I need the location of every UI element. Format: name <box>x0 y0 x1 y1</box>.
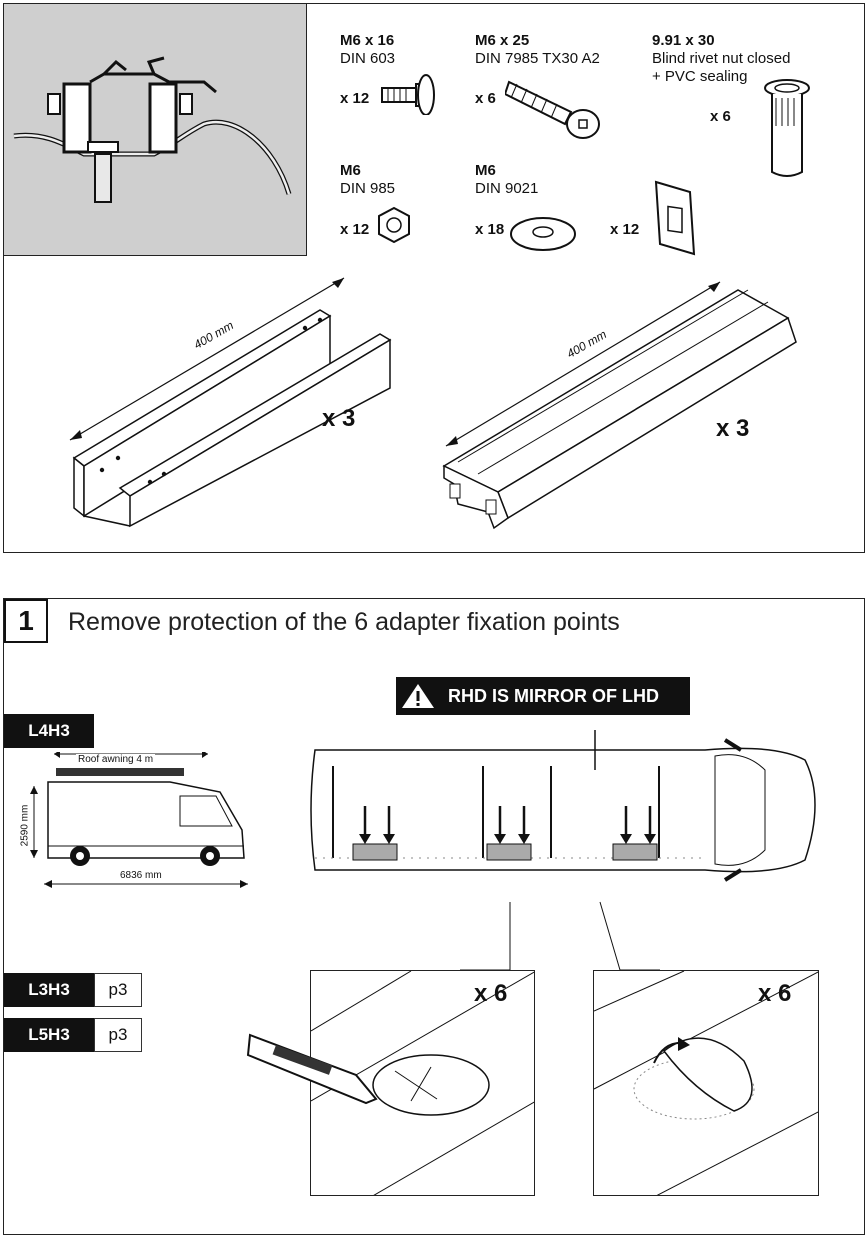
van-top-view-icon <box>310 730 816 882</box>
awning-label: Roof awning 4 m <box>76 754 156 765</box>
hardware-spec: Blind rivet nut closed <box>652 50 791 67</box>
warning-text: RHD IS MIRROR OF LHD <box>448 685 659 706</box>
profile-qty: x 3 <box>322 405 356 432</box>
hardware-title: M6 x 25 <box>475 32 530 49</box>
hex-nut-icon <box>378 206 410 244</box>
hardware-item-bolt-din603: M6 x 16 DIN 603 <box>340 32 450 68</box>
warning-icon <box>402 684 434 708</box>
torx-screw-icon <box>505 80 600 139</box>
detail-box-peel <box>593 970 819 1196</box>
variant-tag: L4H3 <box>4 714 94 748</box>
hardware-qty: x 12 <box>340 90 370 107</box>
hardware-title: M6 <box>340 162 361 179</box>
hardware-panel <box>3 3 865 553</box>
detail-qty-2: x 6 <box>758 980 792 1007</box>
van-side-view-icon <box>30 752 248 888</box>
hardware-item-rivet-nut: 9.91 x 30 Blind rivet nut closed + PVC s… <box>652 32 852 86</box>
hardware-qty: x 12 <box>610 221 640 238</box>
hardware-title: M6 x 16 <box>340 32 395 49</box>
step-title: Remove protection of the 6 adapter fixat… <box>68 608 620 636</box>
hardware-item-washer: M6 DIN 9021 <box>475 162 585 198</box>
hardware-item-hex-nut: M6 DIN 985 <box>340 162 450 198</box>
utility-knife-icon <box>246 1033 378 1105</box>
warning-banner: RHD IS MIRROR OF LHD <box>396 677 690 715</box>
callout-lines <box>460 901 660 971</box>
detail-qty-1: x 6 <box>474 980 508 1007</box>
step-number: 1 <box>4 599 48 643</box>
ref-tag-l5h3[interactable]: L5H3 <box>4 1018 94 1052</box>
hardware-qty: x 6 <box>710 108 731 125</box>
hardware-spec: DIN 9021 <box>475 180 539 197</box>
hardware-spec-2: + PVC sealing <box>652 68 748 85</box>
rail-cross-section-icon <box>13 56 292 203</box>
profile-qty: x 3 <box>716 415 750 442</box>
hardware-title: M6 <box>475 162 496 179</box>
ref-page-l3h3[interactable]: p3 <box>94 973 142 1007</box>
adapter-rail-profile-icon <box>442 281 797 530</box>
hardware-spec: DIN 7985 TX30 A2 <box>475 50 600 67</box>
hardware-title: 9.91 x 30 <box>652 32 715 49</box>
ref-tag-l3h3[interactable]: L3H3 <box>4 973 94 1007</box>
u-channel-profile-icon <box>69 277 392 528</box>
hardware-spec: DIN 985 <box>340 180 396 197</box>
step-panel <box>3 598 865 1235</box>
rivet-nut-icon <box>764 79 810 177</box>
ref-page-l5h3[interactable]: p3 <box>94 1018 142 1052</box>
hardware-qty: x 18 <box>475 221 505 238</box>
carriage-bolt-icon <box>381 74 435 115</box>
hardware-qty: x 12 <box>340 221 370 238</box>
length-label: 6836 mm <box>120 870 162 881</box>
hardware-item-screw-din7985: M6 x 25 DIN 7985 TX30 A2 <box>475 32 645 68</box>
height-label: 2590 mm <box>19 804 31 847</box>
washer-icon <box>510 217 576 251</box>
hardware-spec: DIN 603 <box>340 50 396 67</box>
square-plate-icon <box>654 180 696 256</box>
hardware-qty: x 6 <box>475 90 496 107</box>
peel-protection-icon <box>594 971 818 1195</box>
cross-section-illustration <box>3 3 307 256</box>
